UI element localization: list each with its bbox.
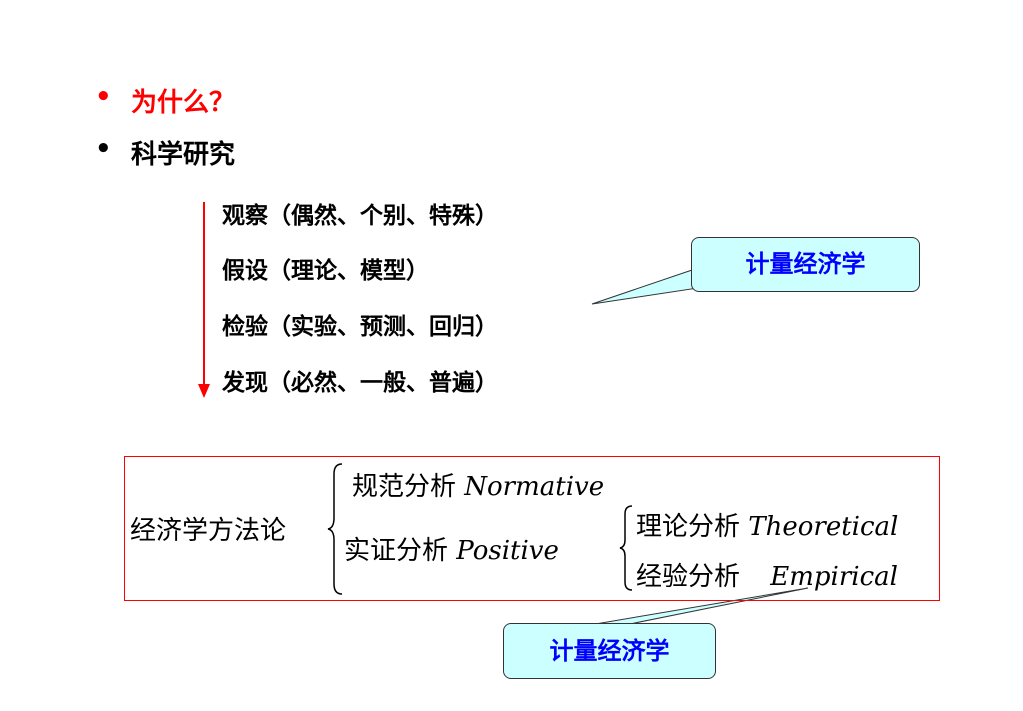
normative-cn: 规范分析 — [352, 472, 457, 502]
step-testing: 检验（实验、预测、回归） — [222, 314, 498, 340]
theoretical-cn: 理论分析 — [636, 512, 741, 542]
normative-analysis: 规范分析 Normative — [352, 466, 604, 503]
empirical-analysis: 经验分析 Empirical — [636, 556, 898, 593]
bullet-why-text: 为什么？ — [131, 88, 236, 118]
callout-econometrics-top: 计量经济学 — [691, 237, 920, 292]
empirical-en: Empirical — [770, 562, 898, 592]
step-observation: 观察（偶然、个别、特殊） — [222, 203, 498, 229]
methodology-box — [124, 456, 940, 601]
empirical-cn: 经验分析 — [636, 562, 741, 592]
normative-en: Normative — [464, 472, 605, 502]
left-brace-icon — [327, 463, 343, 595]
step-discovery: 发现（必然、一般、普遍） — [222, 370, 498, 396]
theoretical-en: Theoretical — [748, 512, 899, 542]
bullet-dot: • — [95, 134, 112, 164]
step-hypothesis: 假设（理论、模型） — [222, 258, 429, 284]
methodology-root: 经济学方法论 — [130, 516, 287, 546]
callout-econometrics-bottom: 计量经济学 — [503, 623, 716, 679]
positive-en: Positive — [456, 536, 559, 566]
right-brace-icon — [619, 505, 633, 591]
positive-cn: 实证分析 — [344, 536, 449, 566]
bullet-dot: • — [95, 82, 112, 112]
process-arrow — [198, 202, 210, 398]
theoretical-analysis: 理论分析 Theoretical — [636, 506, 898, 543]
positive-analysis: 实证分析 Positive — [344, 530, 559, 567]
bullet-research-text: 科学研究 — [131, 140, 236, 170]
